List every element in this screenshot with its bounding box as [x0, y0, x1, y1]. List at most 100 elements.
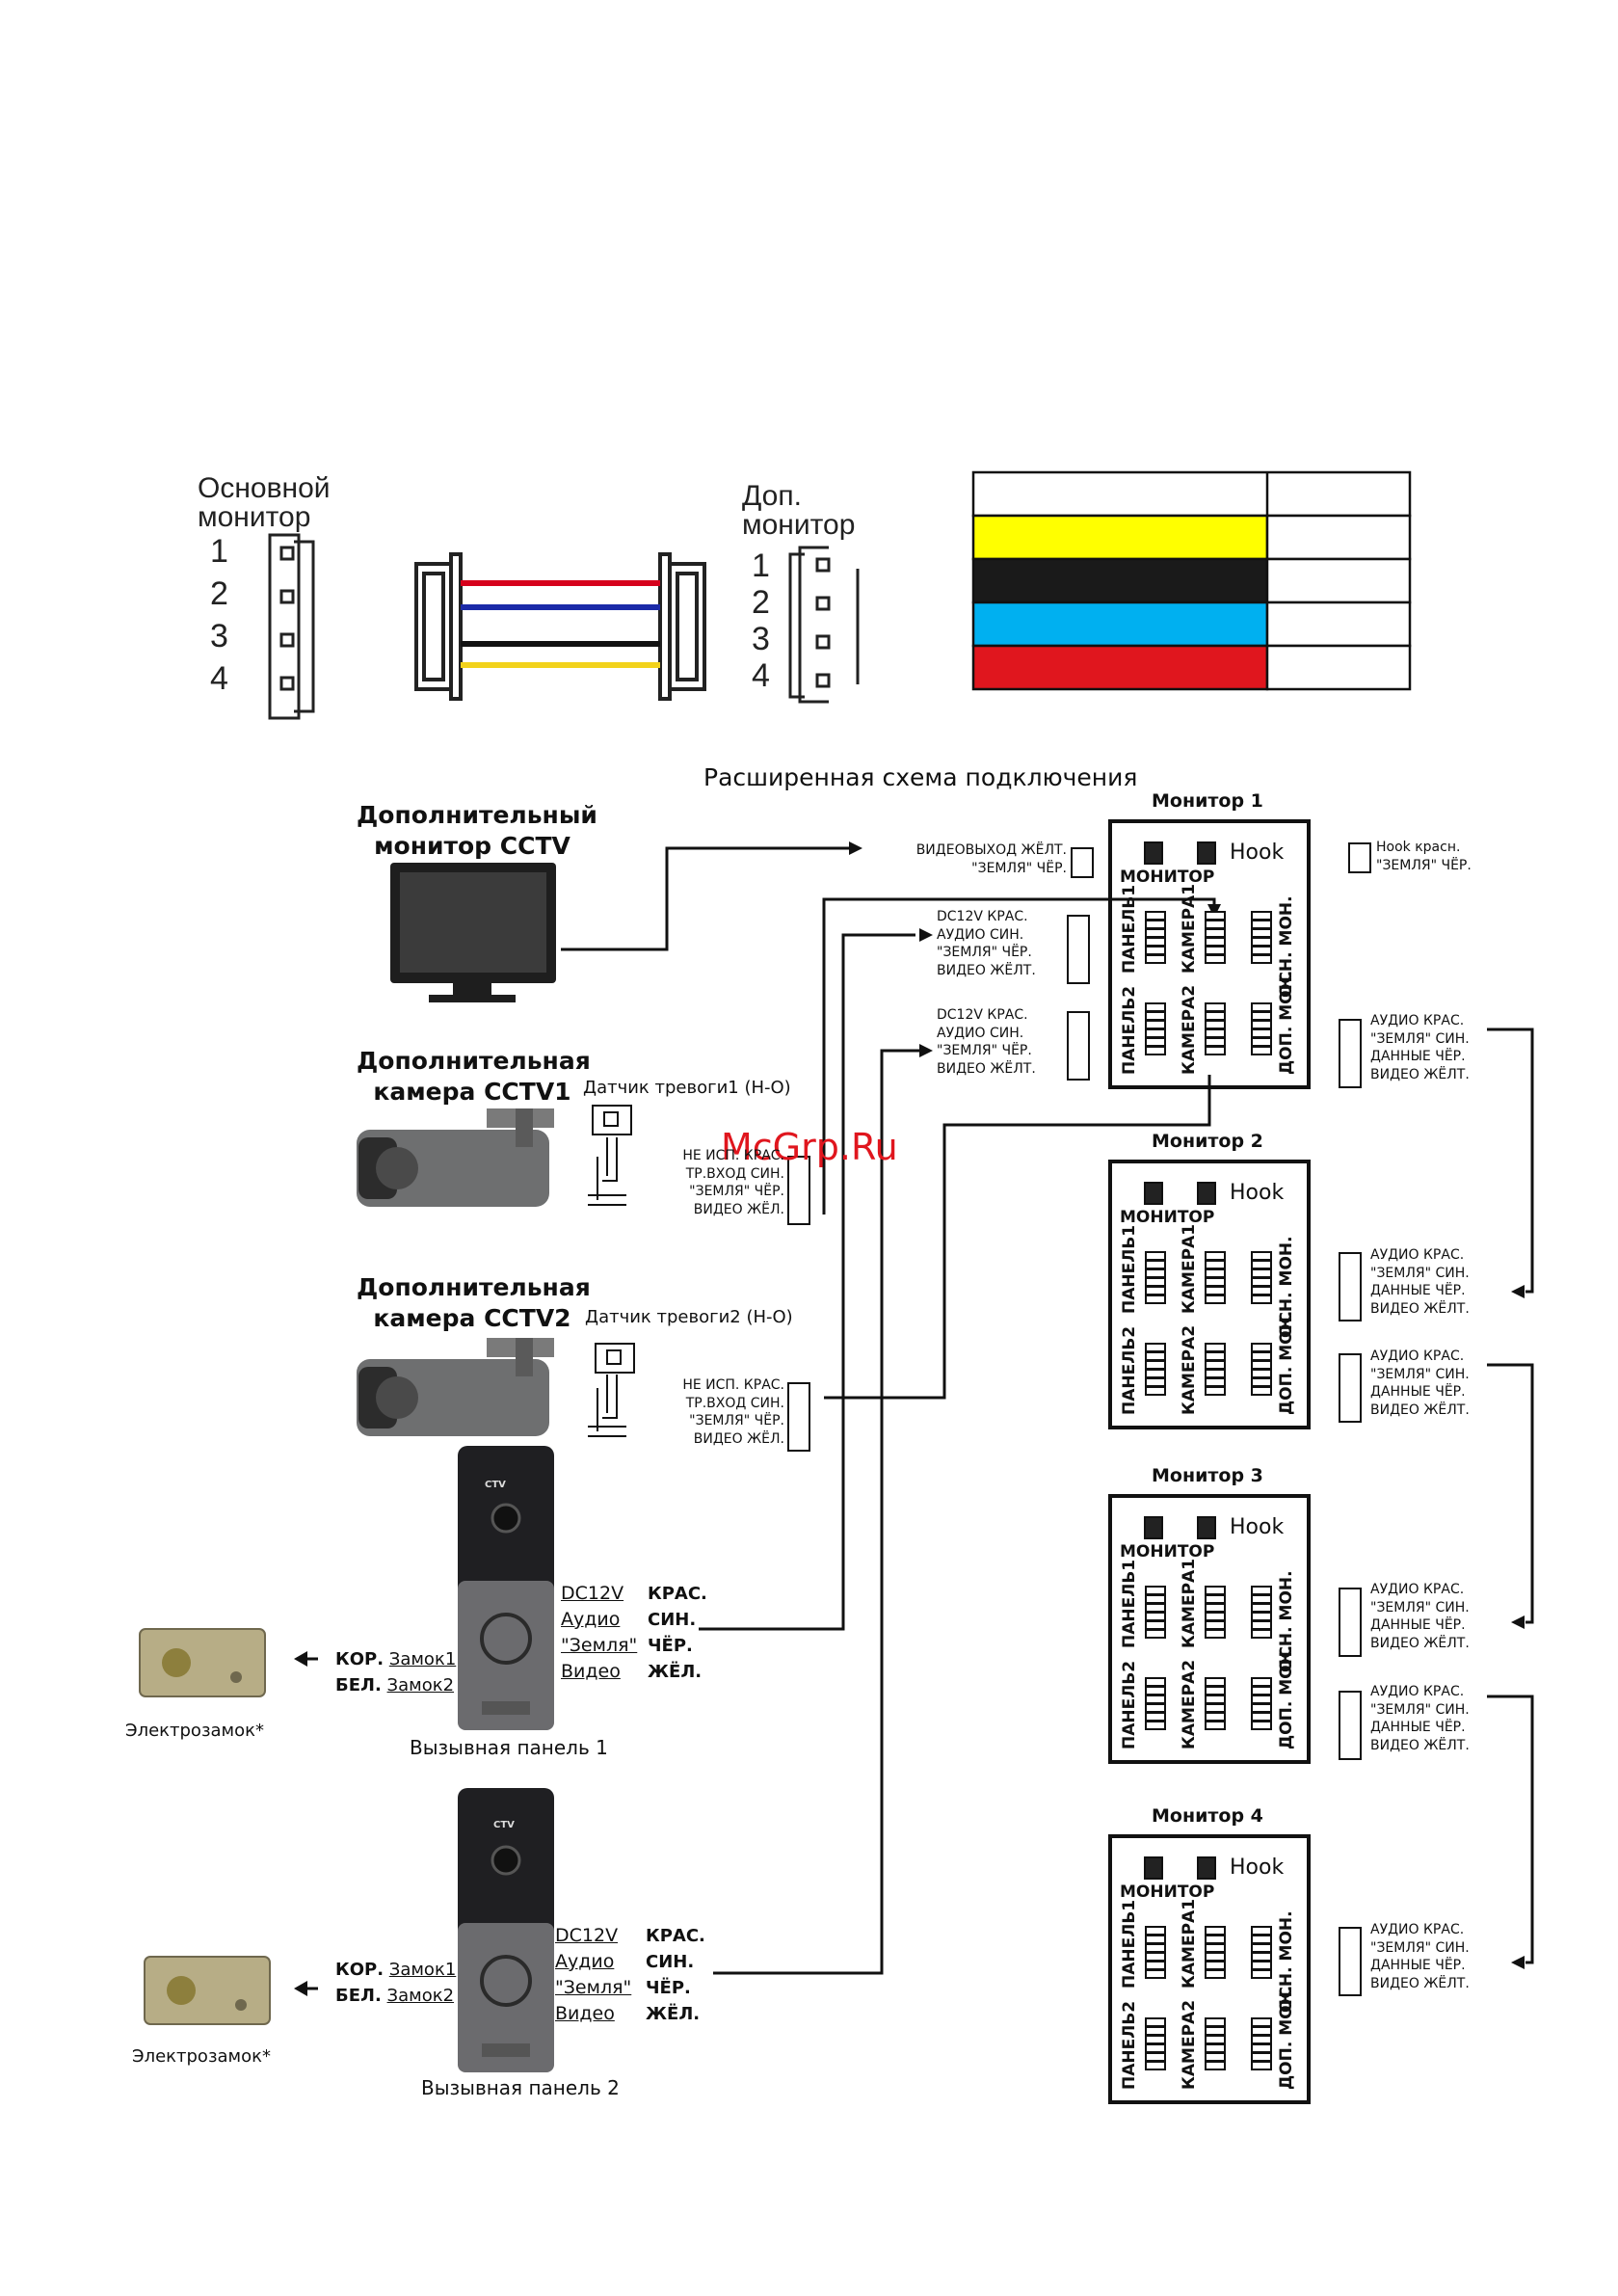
monitor1-panel1-label: ПАНЕЛЬ1 — [1120, 884, 1139, 974]
bus-m3a-4: ВИДЕО ЖЁЛТ. — [1370, 1635, 1470, 1651]
monitor1-socket-1 — [1145, 911, 1166, 964]
bus-m1-4: ВИДЕО ЖЁЛТ. — [1370, 1066, 1470, 1082]
camera2-graphic — [357, 1338, 554, 1436]
monitor3-jumper-2 — [1197, 1516, 1216, 1539]
arrow-bus-4 — [1511, 1956, 1525, 1969]
lock-arrow-stems — [306, 1657, 318, 1990]
monitor4-hook-label: Hook — [1230, 1855, 1285, 1880]
monitor2-hook-label: Hook — [1230, 1181, 1285, 1205]
bus-m2b-4: ВИДЕО ЖЁЛТ. — [1370, 1402, 1470, 1418]
monitor3-socket-1 — [1145, 1586, 1166, 1639]
arrowheads — [294, 841, 1525, 1996]
video-out-labels: ВИДЕОВЫХОД ЖЁЛТ. "ЗЕМЛЯ" ЧЁР. — [869, 841, 1067, 877]
panel1-wire-colors: КРАС. СИН. ЧЁР. ЖЁЛ. — [648, 1581, 707, 1685]
monitor4-monitor-label: МОНИТОР — [1120, 1882, 1215, 1902]
panel1-color-1: КРАС. — [648, 1584, 707, 1604]
monitor4-panel1-label: ПАНЕЛЬ1 — [1120, 1899, 1139, 1989]
terminal-video-out — [1071, 847, 1094, 878]
monitor1-socket-3 — [1251, 911, 1272, 964]
terminal-bus-m2-in — [1339, 1252, 1362, 1322]
color-table-cell-1 — [1265, 514, 1412, 561]
lock2-wires: КОР. Замок1 БЕЛ. Замок2 — [335, 1957, 456, 2009]
monitor3-camera2-label: КАМЕРА2 — [1180, 1659, 1199, 1749]
bus-m2b-3: ДАННЫЕ ЧЁР. — [1370, 1384, 1466, 1400]
bus-labels-m1: АУДИО КРАС. "ЗЕМЛЯ" СИН. ДАННЫЕ ЧЁР. ВИД… — [1370, 1012, 1491, 1083]
monitor1-jumper-2 — [1197, 841, 1216, 865]
monitor3-panel1-label: ПАНЕЛЬ1 — [1120, 1559, 1139, 1648]
lock1-wires: КОР. Замок1 БЕЛ. Замок2 — [335, 1646, 456, 1698]
hook-terminal-labels: Hook красн. "ЗЕМЛЯ" ЧЁР. — [1376, 839, 1492, 874]
monitor1-box — [1108, 819, 1311, 1089]
monitor4-panel2-label: ПАНЕЛЬ2 — [1120, 2000, 1139, 2090]
monitor4-jumper-2 — [1197, 1856, 1216, 1880]
color-swatch-4 — [971, 644, 1269, 691]
color-table-header — [971, 470, 1412, 518]
monitor2-panel2-label: ПАНЕЛЬ2 — [1120, 1325, 1139, 1415]
panel2-term-4: ВИДЕО ЖЁЛТ. — [937, 1060, 1036, 1077]
watermark: McGrp.Ru — [721, 1126, 898, 1168]
bus-m2a-4: ВИДЕО ЖЁЛТ. — [1370, 1300, 1470, 1317]
panel1-term-2: АУДИО СИН. — [937, 926, 1024, 943]
monitor3-box — [1108, 1494, 1311, 1764]
aux-pin-2: 2 — [752, 584, 770, 621]
monitor1-socket-2 — [1205, 911, 1226, 964]
color-table-cell-3 — [1265, 601, 1412, 648]
cam2-wire-1: НЕ ИСП. КРАС. — [682, 1377, 784, 1393]
terminal-bus-m4 — [1339, 1927, 1362, 1996]
color-table-cell-2 — [1265, 557, 1412, 604]
aux-pin-3: 3 — [752, 621, 770, 657]
bus-m1-3: ДАННЫЕ ЧЁР. — [1370, 1049, 1466, 1064]
terminal-hook — [1348, 842, 1371, 873]
monitor2-socket-2 — [1205, 1251, 1226, 1304]
wire-panel2 — [713, 1049, 920, 1975]
monitor3-panel2-label: ПАНЕЛЬ2 — [1120, 1660, 1139, 1749]
monitor2-box — [1108, 1160, 1311, 1429]
bus-labels-m4: АУДИО КРАС. "ЗЕМЛЯ" СИН. ДАННЫЕ ЧЁР. ВИД… — [1370, 1921, 1491, 1992]
panel1-term-1: DC12V КРАС. — [937, 909, 1028, 924]
monitor2-panel1-label: ПАНЕЛЬ1 — [1120, 1224, 1139, 1314]
bus-m3a-1: АУДИО КРАС. — [1370, 1582, 1465, 1597]
panel1-brand: CTV — [485, 1480, 506, 1490]
monitor2-jumper-2 — [1197, 1182, 1216, 1205]
alarm1-sensor — [588, 1105, 632, 1206]
monitor2-socket-3 — [1251, 1251, 1272, 1304]
monitor3-hook-label: Hook — [1230, 1515, 1285, 1539]
color-swatch-1 — [971, 514, 1269, 561]
panel1-audio: Аудио — [561, 1609, 621, 1630]
aux-monitor-cctv-label: Дополнительный монитор CCTV — [357, 801, 597, 860]
color-table — [971, 470, 1412, 691]
arrow-panel1 — [919, 928, 933, 942]
panel1-video: Видео — [561, 1661, 621, 1682]
cam1-wire-4: ВИДЕО ЖЁЛ. — [693, 1201, 784, 1217]
cable-wires — [461, 580, 660, 668]
panel1-name: Вызывная панель 1 — [410, 1736, 608, 1759]
monitor4-socket-4 — [1145, 2017, 1166, 2070]
cam2-wire-2: ТР.ВХОД СИН. — [685, 1395, 784, 1411]
aux-monitor-label: Доп. монитор — [742, 480, 856, 541]
panel2-terminal-names: DC12V Аудио "Земля" Видео — [555, 1923, 631, 2027]
panel2-ground: "Земля" — [555, 1977, 632, 1998]
monitor4-socket-2 — [1205, 1926, 1226, 1979]
cam2-wires: НЕ ИСП. КРАС. ТР.ВХОД СИН. "ЗЕМЛЯ" ЧЁР. … — [665, 1376, 784, 1448]
cam2-wire-4: ВИДЕО ЖЁЛ. — [693, 1430, 784, 1447]
panel2-term-2: АУДИО СИН. — [937, 1025, 1024, 1041]
hook-term-2: "ЗЕМЛЯ" ЧЁР. — [1376, 857, 1472, 873]
cctv-monitor-graphic — [390, 863, 556, 1002]
bus-m2a-1: АУДИО КРАС. — [1370, 1247, 1465, 1263]
lock2-term-1: Замок1 — [388, 1960, 457, 1980]
main-monitor-connector — [268, 533, 315, 720]
panel1-color-2: СИН. — [648, 1610, 697, 1630]
arrow-lock2 — [294, 1981, 307, 1996]
camera1-graphic — [357, 1108, 554, 1207]
panel1-term-4: ВИДЕО ЖЁЛТ. — [937, 962, 1036, 978]
bus-m2a-3: ДАННЫЕ ЧЁР. — [1370, 1283, 1466, 1298]
panel2-terminal-labels: DC12V КРАС. АУДИО СИН. "ЗЕМЛЯ" ЧЁР. ВИДЕ… — [937, 1006, 1067, 1078]
panel1-color-3: ЧЁР. — [648, 1636, 693, 1656]
monitor4-box — [1108, 1834, 1311, 2104]
lock2-term-2: Замок2 — [386, 1986, 455, 2006]
arrow-bus-2 — [1511, 1285, 1525, 1298]
monitor4-jumper-1 — [1144, 1856, 1163, 1880]
monitor2-monitor-label: МОНИТОР — [1120, 1208, 1215, 1227]
wire-bus-3-4 — [1487, 1695, 1534, 1964]
monitor3-socket-4 — [1145, 1677, 1166, 1730]
